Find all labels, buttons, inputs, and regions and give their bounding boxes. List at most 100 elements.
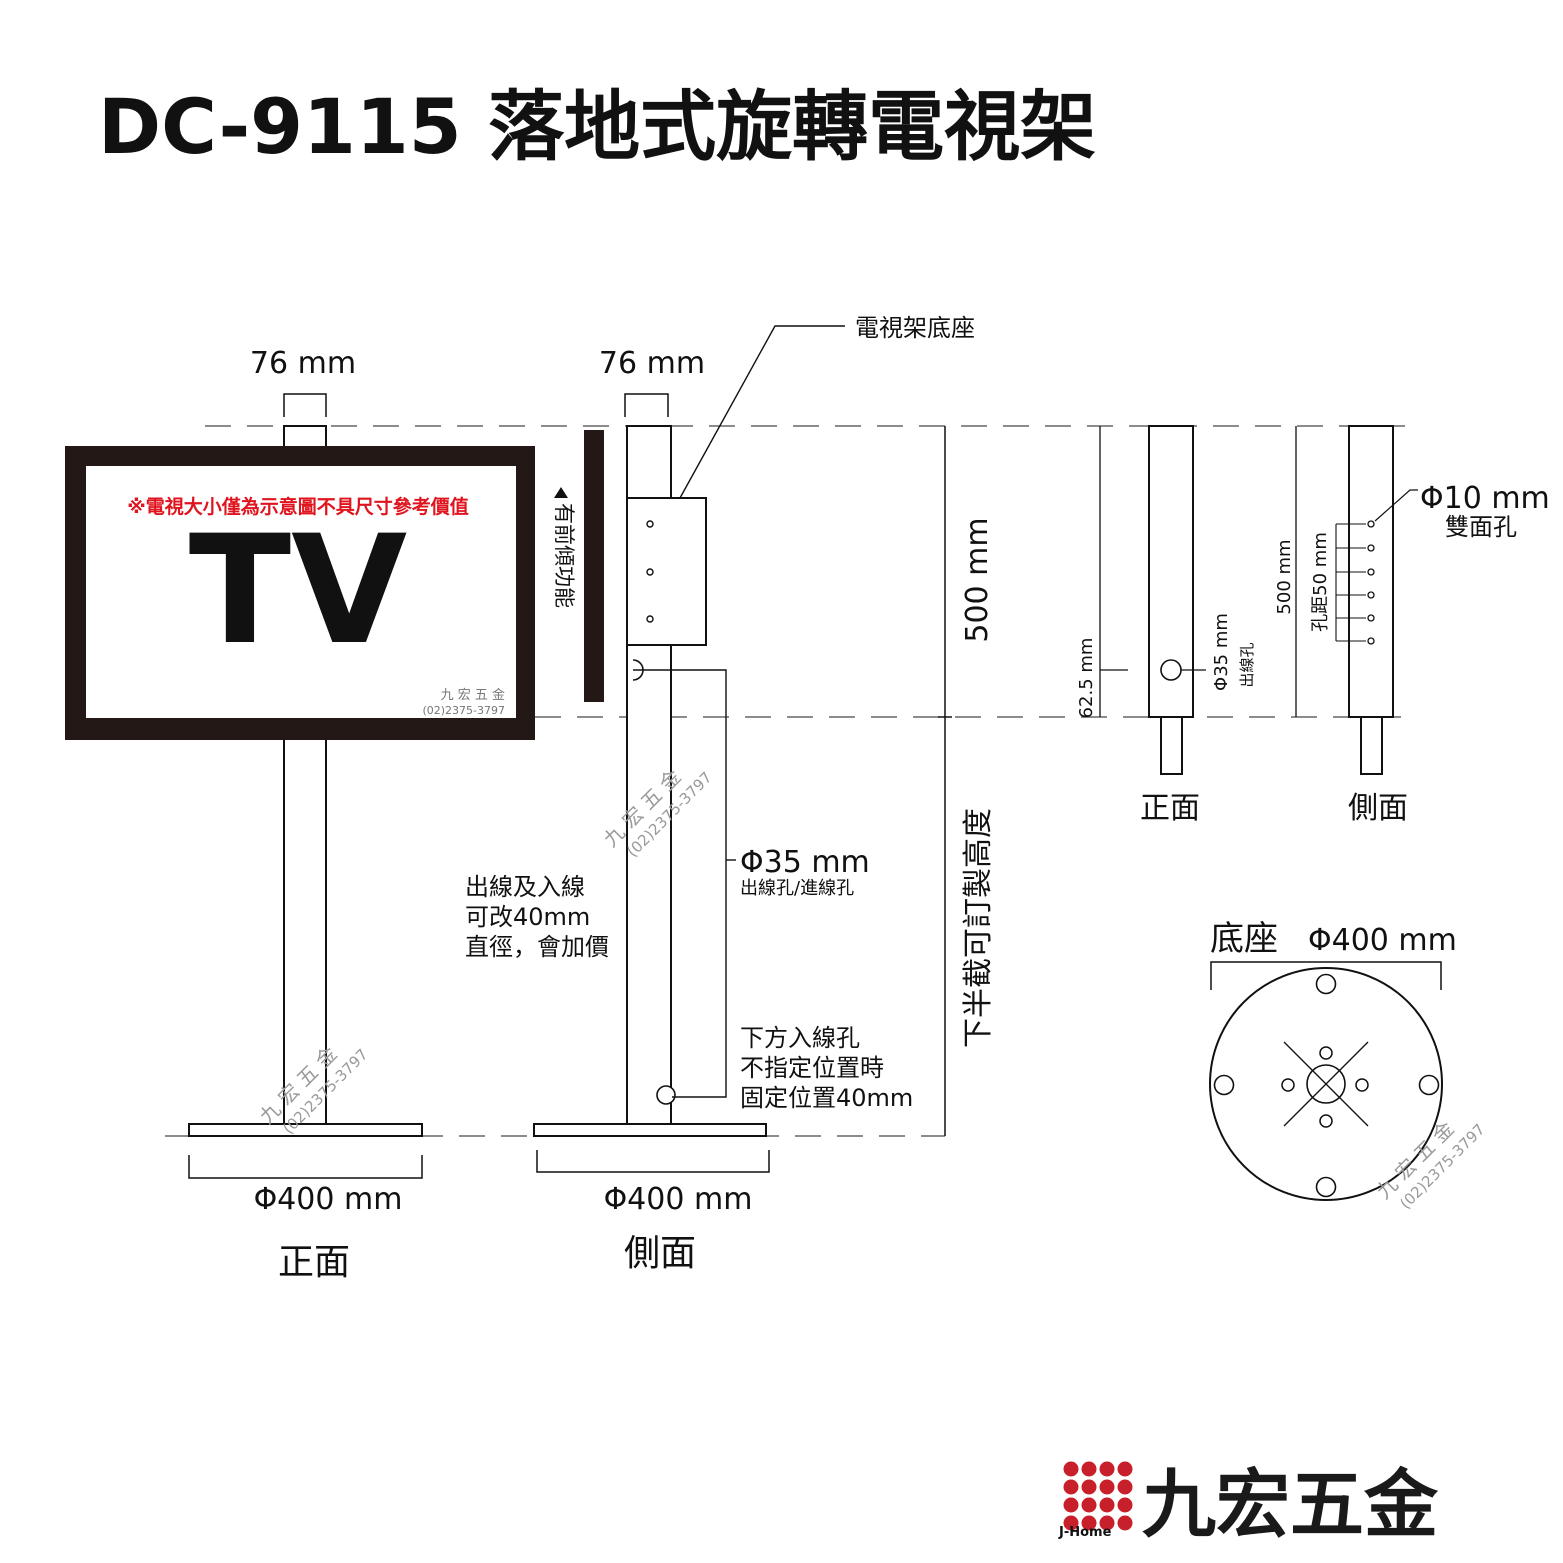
mount-hole [646, 568, 654, 576]
detail-front-lower [1160, 716, 1183, 775]
brand-dot [1117, 1479, 1133, 1495]
detail-side-hole-note: 雙面孔 [1445, 513, 1517, 541]
brand-dot [1063, 1515, 1079, 1531]
page-title: DC-9115 落地式旋轉電視架 [98, 82, 1096, 171]
front-view [65, 393, 535, 1179]
mount-bracket [626, 497, 707, 646]
side-pole-width: 76 mm [599, 346, 705, 381]
upper-height: 500 mm [960, 517, 995, 642]
tilt-note-text: 有前傾功能 [552, 503, 576, 608]
mount-leader [679, 325, 845, 499]
brand-dot [1081, 1461, 1097, 1477]
brand-dots-icon [1063, 1461, 1133, 1531]
brand-dot [1081, 1497, 1097, 1513]
side-base [533, 1123, 767, 1137]
bolt-hole [1367, 637, 1375, 645]
side-hole-diameter: Φ35 mm [740, 845, 870, 880]
tv-watermark-name: 九 宏 五 金 [441, 687, 505, 703]
detail-side-hole-size: Φ10 mm [1420, 481, 1550, 516]
outer-hole [1315, 1176, 1337, 1198]
hole-spacing: 孔距50 mm [1310, 532, 1331, 632]
detail-side-caption: 側面 [1348, 791, 1408, 826]
svg-text:不指定位置時: 不指定位置時 [740, 1054, 884, 1082]
mount-hole [646, 520, 654, 528]
mount-label: 電視架底座 [855, 314, 975, 342]
svg-text:固定位置40mm: 固定位置40mm [740, 1084, 913, 1112]
side-base-diameter: Φ400 mm [604, 1182, 753, 1217]
brand-dot [1081, 1515, 1097, 1531]
side-base-bracket [536, 1150, 770, 1173]
detail-front-upper [1148, 425, 1194, 718]
tv-watermark-phone: (02)2375-3797 [422, 704, 505, 717]
brand-dot [1063, 1479, 1079, 1495]
bolt-hole [1367, 568, 1375, 576]
side-hole-note: 出線孔/進線孔 [740, 878, 854, 899]
detail-front-caption: 正面 [1140, 791, 1200, 826]
mount-hole [646, 615, 654, 623]
brand-dot [1063, 1461, 1079, 1477]
front-view-caption: 正面 [278, 1242, 350, 1283]
pole-width-bracket [283, 393, 327, 417]
cable-hole-lower [656, 1085, 676, 1105]
side-view [533, 325, 845, 1173]
brand-dot [1063, 1497, 1079, 1513]
base-plate-drawing [1209, 961, 1443, 1201]
base-diameter-bracket [1210, 961, 1442, 990]
tilt-note: 有前傾功能 [552, 487, 576, 608]
brand-dot [1099, 1479, 1115, 1495]
bottom-hole-note: 下方入線孔 不指定位置時 固定位置40mm [740, 1024, 913, 1112]
inner-hole [1355, 1078, 1369, 1092]
outer-hole [1315, 973, 1337, 995]
detail-front-hole-size: Φ35 mm [1211, 613, 1232, 691]
inner-hole [1319, 1114, 1333, 1128]
front-base-diameter: Φ400 mm [254, 1182, 403, 1217]
brand-dot [1117, 1515, 1133, 1531]
tv-label: TV [189, 504, 407, 678]
hole-leader [633, 669, 727, 1098]
bolt-hole [1367, 544, 1375, 552]
bolt-hole [1367, 591, 1375, 599]
brand-dot [1099, 1461, 1115, 1477]
tilt-plate [584, 430, 604, 702]
base-width-bracket [188, 1155, 423, 1179]
watermark: 九 宏 五 金 (02)2375-3797 九 宏 五 金 (02)2375-3… [255, 765, 1489, 1213]
brand-dot [1099, 1497, 1115, 1513]
cable-note: 出線及入線 可改40mm 直徑，會加價 [465, 873, 609, 961]
detail-front-view [1099, 425, 1206, 775]
base-detail-diameter: Φ400 mm [1308, 923, 1457, 958]
detail-front-hole-note: 出線孔 [1238, 642, 1256, 687]
tv-screen [86, 466, 516, 718]
svg-text:直徑，會加價: 直徑，會加價 [465, 933, 609, 961]
svg-text:下方入線孔: 下方入線孔 [740, 1024, 860, 1052]
brand-dot [1099, 1515, 1115, 1531]
brand-dot [1081, 1479, 1097, 1495]
tv-size-note: ※電視大小僅為示意圖不具尺寸參考價值 [127, 495, 468, 518]
side-view-caption: 側面 [624, 1233, 696, 1274]
brand-name: 九宏五金 [1142, 1462, 1439, 1548]
brand-dot [1117, 1497, 1133, 1513]
bolt-hole [1367, 520, 1375, 528]
front-pole-width: 76 mm [250, 346, 356, 381]
brand-logo: J-Home 九宏五金 [1058, 1461, 1439, 1548]
front-base [188, 1123, 423, 1137]
detail-side-height: 500 mm [1274, 539, 1295, 614]
up-arrow-icon [554, 487, 568, 498]
inner-hole [1281, 1078, 1295, 1092]
detail-side-lower [1360, 716, 1383, 775]
height-dimension [938, 426, 952, 1136]
svg-text:可改40mm: 可改40mm [465, 903, 590, 931]
outer-hole [1213, 1074, 1235, 1096]
outer-hole [1418, 1074, 1440, 1096]
svg-text:出線及入線: 出線及入線 [465, 873, 585, 901]
detail-front-height: 62.5 mm [1076, 638, 1097, 719]
base-detail-label: 底座 [1210, 919, 1278, 959]
bolt-hole [1367, 614, 1375, 622]
brand-subtitle: J-Home [1058, 1525, 1112, 1540]
detail-side-view [1295, 425, 1418, 775]
base-plate-outline [1209, 967, 1443, 1201]
center-hole [1306, 1064, 1346, 1104]
lower-height-note: 下半截可訂製高度 [961, 808, 996, 1048]
inner-hole [1319, 1046, 1333, 1060]
brand-dot [1117, 1461, 1133, 1477]
